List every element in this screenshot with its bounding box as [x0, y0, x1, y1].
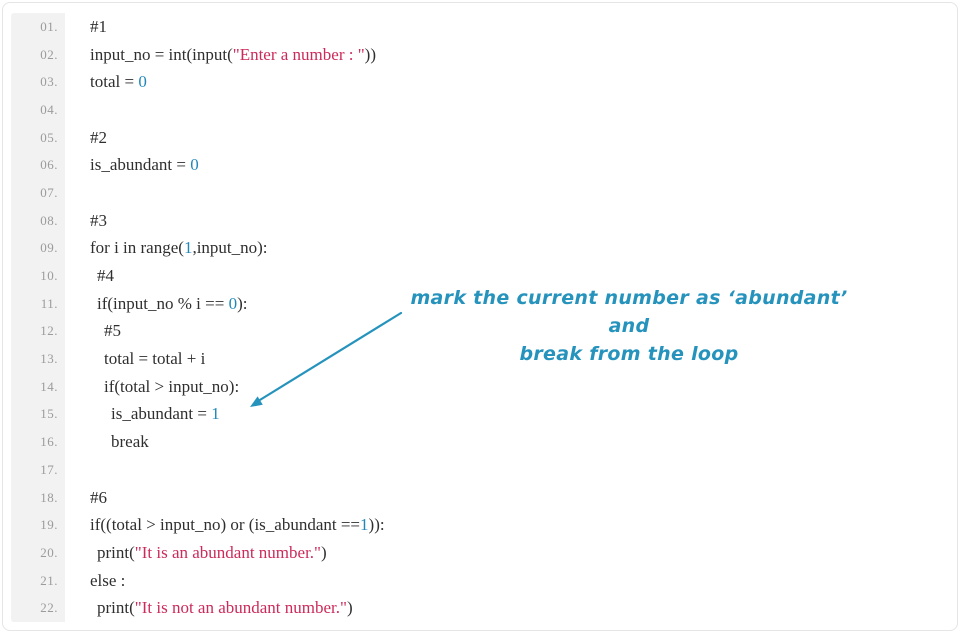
- code-line: 17.: [11, 456, 947, 484]
- line-number: 19.: [11, 511, 65, 540]
- code-text: input_no = int(input("Enter a number : "…: [90, 44, 376, 64]
- code-line: 12. #5: [11, 317, 947, 346]
- code-line: 01. #1: [11, 13, 947, 41]
- annotation-line-1: mark the current number as ‘abundant’ an…: [410, 287, 848, 337]
- annotation-arrow-icon: [250, 311, 403, 407]
- line-number: 02.: [11, 40, 65, 69]
- annotation-line-2: break from the loop: [519, 343, 739, 365]
- line-number: 04.: [11, 96, 65, 124]
- code-text: total = 0: [90, 72, 147, 92]
- line-number: 20.: [11, 539, 65, 567]
- line-number: 10.: [11, 262, 65, 290]
- code-line: 19. if((total > input_no) or (is_abundant…: [11, 511, 947, 540]
- code-text: else :: [90, 570, 126, 590]
- code-text: break: [111, 432, 149, 452]
- line-number: 14.: [11, 372, 65, 401]
- line-number: 06.: [11, 151, 65, 180]
- code-text: if(input_no % i == 0):: [97, 293, 248, 313]
- code-line: 11. if(input_no % i == 0):: [11, 289, 947, 318]
- code-text: is_abundant = 0: [90, 155, 199, 175]
- code-text: if(total > input_no):: [104, 376, 240, 396]
- code-line: 15. is_abundant = 1: [11, 400, 947, 429]
- code-text: #6: [90, 487, 107, 507]
- code-line: 10. #4: [11, 262, 947, 290]
- code-text: print("It is an abundant number."): [97, 542, 327, 562]
- code-line: 14. if(total > input_no):: [11, 372, 947, 401]
- code-text: print("It is not an abundant number."): [97, 598, 353, 618]
- line-number: 03.: [11, 68, 65, 97]
- code-line: 16. break: [11, 428, 947, 456]
- code-line: 03. total = 0: [11, 68, 947, 97]
- code-text: is_abundant = 1: [111, 404, 220, 424]
- line-number: 15.: [11, 400, 65, 429]
- line-number: 12.: [11, 317, 65, 346]
- code-text: #2: [90, 127, 107, 147]
- code-line: 05. #2: [11, 123, 947, 152]
- code-line: 13. total = total + i: [11, 345, 947, 373]
- code-text: for i in range(1,input_no):: [90, 238, 268, 258]
- annotation-note: mark the current number as ‘abundant’ an…: [399, 284, 859, 368]
- line-number: 22.: [11, 594, 65, 623]
- code-line: 22. print("It is not an abundant number."…: [11, 594, 947, 623]
- code-line: 04.: [11, 96, 947, 124]
- line-number: 17.: [11, 456, 65, 484]
- code-line: 02. input_no = int(input("Enter a number …: [11, 40, 947, 69]
- line-number: 07.: [11, 179, 65, 207]
- line-number: 21.: [11, 566, 65, 595]
- code-line: 09. for i in range(1,input_no):: [11, 234, 947, 263]
- code-line: 06. is_abundant = 0: [11, 151, 947, 180]
- code-text: #5: [104, 321, 121, 341]
- line-number: 05.: [11, 123, 65, 152]
- code-line: 20. print("It is an abundant number."): [11, 539, 947, 567]
- code-line: 08. #3: [11, 206, 947, 235]
- line-number: 01.: [11, 13, 65, 41]
- code-line: 07.: [11, 179, 947, 207]
- line-number: 11.: [11, 289, 65, 318]
- code-line: 18. #6: [11, 483, 947, 512]
- code-text: #3: [90, 210, 107, 230]
- code-line: 21. else :: [11, 566, 947, 595]
- line-number: 08.: [11, 206, 65, 235]
- code-text: #1: [90, 16, 107, 36]
- code-text: if((total > input_no) or (is_abundant ==…: [90, 515, 385, 535]
- line-number: 09.: [11, 234, 65, 263]
- code-text: #4: [97, 266, 114, 286]
- code-text: total = total + i: [104, 349, 206, 369]
- line-number: 18.: [11, 483, 65, 512]
- line-number: 13.: [11, 345, 65, 373]
- line-number: 16.: [11, 428, 65, 456]
- code-area: 01. #1 02. input_no = int(input("Enter a nu…: [11, 13, 947, 623]
